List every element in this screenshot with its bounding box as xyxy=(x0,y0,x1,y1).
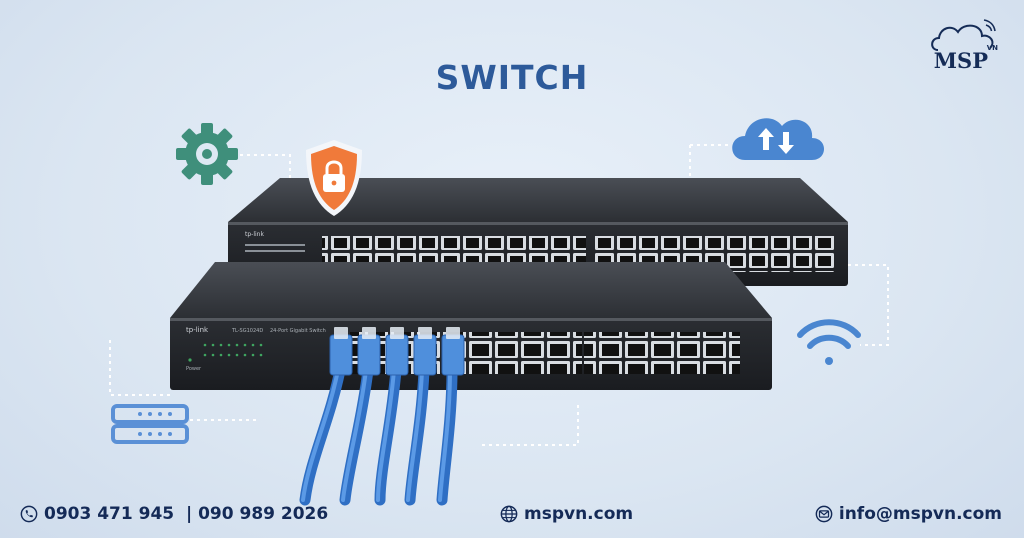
wifi-icon xyxy=(797,319,861,365)
contact-footer: 0903 471 945 | 090 989 2026 mspvn.com in… xyxy=(0,494,1024,538)
phone-contact[interactable]: 0903 471 945 | 090 989 2026 xyxy=(20,504,328,524)
bottom-switch-desc: 24-Port Gigabit Switch xyxy=(270,328,326,334)
gear-icon xyxy=(176,123,238,185)
dotted-connectors xyxy=(109,144,889,446)
globe-icon xyxy=(500,505,518,523)
phone-numbers: 0903 471 945 | 090 989 2026 xyxy=(44,504,329,524)
email-contact[interactable]: info@mspvn.com xyxy=(815,504,1002,524)
bottom-switch-model: TL-SG1024D xyxy=(231,328,263,334)
mail-icon xyxy=(815,505,833,523)
cloud-transfer-icon xyxy=(732,118,824,160)
bottom-switch-brand: tp-link xyxy=(186,326,209,334)
lock-shield-icon xyxy=(306,140,362,216)
top-switch-brand: tp-link xyxy=(245,231,264,238)
rj45-connectors xyxy=(329,327,465,376)
server-rack-icon xyxy=(111,404,189,444)
logo-text: MSP xyxy=(933,48,988,73)
power-label: Power xyxy=(186,366,202,372)
ethernet-cables xyxy=(299,364,458,506)
msp-logo[interactable]: MSP VN xyxy=(926,14,1010,73)
website-contact[interactable]: mspvn.com xyxy=(500,504,633,524)
logo-cloud-icon xyxy=(931,19,996,51)
phone-icon xyxy=(20,505,38,523)
website-text: mspvn.com xyxy=(524,504,634,524)
email-text: info@mspvn.com xyxy=(838,504,1002,524)
bottom-switch[interactable]: tp-link TL-SG1024D 24-Port Gigabit Switc… xyxy=(170,262,772,390)
logo-superscript: VN xyxy=(986,44,998,52)
page-title: SWITCH xyxy=(435,58,589,97)
